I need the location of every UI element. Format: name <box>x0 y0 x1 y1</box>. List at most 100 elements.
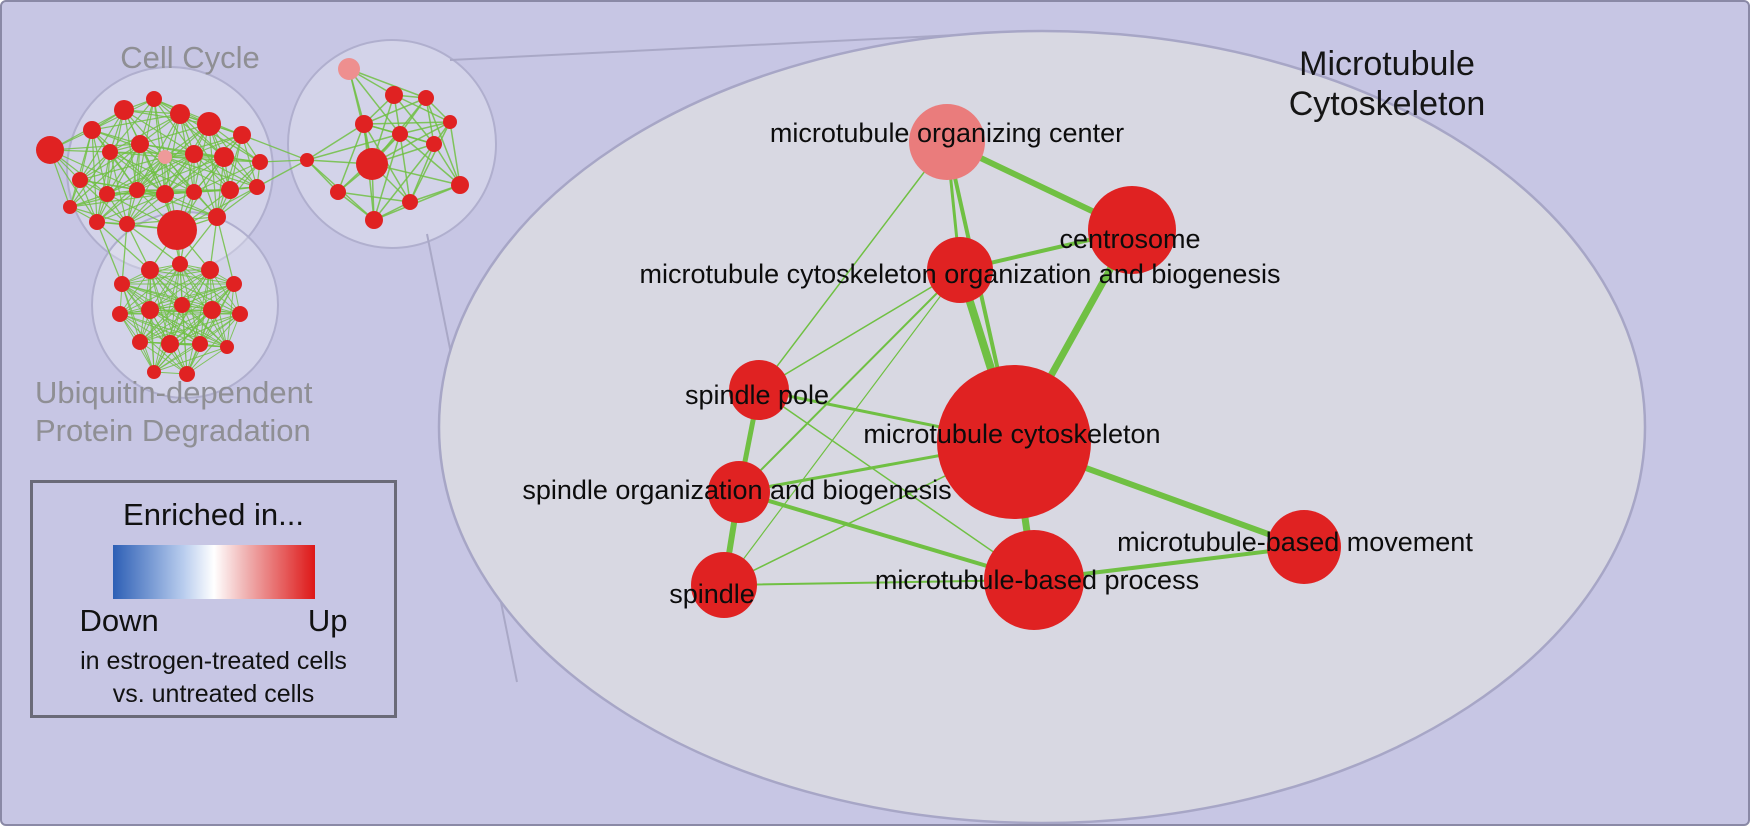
mini-edge <box>123 109 195 155</box>
mini-edge <box>136 153 195 191</box>
mini-edge <box>119 313 171 345</box>
mini-edge <box>186 313 241 375</box>
node-label-spindle-pole: spindle pole <box>685 380 829 410</box>
mini-edge <box>306 123 365 161</box>
mini-edge <box>119 313 201 345</box>
mini-edge <box>179 263 228 348</box>
mini-node <box>214 147 234 167</box>
mini-edge <box>139 304 183 343</box>
node-label-mc: microtubule cytoskeleton <box>863 419 1160 449</box>
mini-node <box>174 297 190 313</box>
mini-edge <box>393 94 451 123</box>
mini-node <box>132 334 148 350</box>
mini-node <box>355 115 373 133</box>
mini-edge <box>119 313 228 348</box>
zoom-cluster-title-line1: Microtubule <box>1299 45 1475 83</box>
mini-node <box>418 90 434 106</box>
mini-edge <box>399 121 451 135</box>
mini-node <box>112 306 128 322</box>
mini-edge <box>79 109 125 181</box>
mini-edge <box>306 133 401 161</box>
legend-title: Enriched in... <box>123 497 304 532</box>
mini-edge <box>153 98 243 136</box>
mini-edge <box>69 193 166 208</box>
mini-edge <box>49 149 98 223</box>
legend-box: Enriched in... Down Up in estrogen-treat… <box>30 480 397 718</box>
mini-edge <box>169 313 241 345</box>
mini-node <box>146 91 162 107</box>
mini-edge <box>153 346 228 373</box>
mini-node <box>203 301 221 319</box>
node-spindle <box>691 552 757 618</box>
mini-node <box>233 126 251 144</box>
mini-node <box>114 276 130 292</box>
mini-edge <box>121 269 211 285</box>
mini-node <box>208 208 226 226</box>
mini-edge <box>136 189 218 218</box>
mini-edge <box>241 134 308 161</box>
mini-node <box>186 184 202 200</box>
node-label-spindle: spindle <box>669 579 755 609</box>
mini-edge <box>119 269 211 315</box>
mini-node <box>300 153 314 167</box>
node-sob <box>708 461 770 523</box>
node-label-mbm: microtubule-based movement <box>1117 527 1473 557</box>
edge-spindle-mbp <box>723 579 1035 586</box>
legend-down-label: Down <box>79 603 159 638</box>
mini-edge <box>193 153 258 188</box>
node-label-sob: spindle organization and biogenesis <box>522 475 951 505</box>
mini-node <box>385 86 403 104</box>
mini-node <box>114 100 134 120</box>
mini-edge <box>69 143 141 208</box>
mini-edge <box>399 133 461 186</box>
mini-edge <box>337 191 411 203</box>
mini-edge <box>109 151 166 158</box>
node-mc <box>937 365 1091 519</box>
mini-edge <box>121 223 128 285</box>
mini-edge <box>256 159 308 188</box>
mini-node <box>158 150 172 164</box>
mini-node <box>170 104 190 124</box>
legend-caption-line2: vs. untreated cells <box>112 679 315 708</box>
edge-spindle-pole-mbp <box>758 389 1035 581</box>
mini-edge <box>149 263 181 311</box>
node-label-centrosome: centrosome <box>1059 224 1200 254</box>
mini-node <box>232 306 248 322</box>
mini-edge <box>226 283 235 348</box>
node-label-moc: microtubule organizing center <box>770 118 1124 148</box>
mini-node <box>201 261 219 279</box>
mini-node <box>392 126 408 142</box>
mini-node <box>197 112 221 136</box>
mini-node <box>83 121 101 139</box>
mini-edge <box>169 309 213 345</box>
mini-node <box>185 145 203 163</box>
mini-edge <box>164 156 261 163</box>
mini-edge <box>363 97 427 125</box>
mini-edge <box>153 343 201 373</box>
mini-node <box>402 194 418 210</box>
legend-caption: in estrogen-treated cells vs. untreated … <box>33 645 394 710</box>
mini-node <box>220 340 234 354</box>
mini-edge <box>179 263 241 315</box>
mini-edge <box>96 143 141 223</box>
mini-node <box>249 179 265 195</box>
cluster-label-ubiquitin-line2: Protein Degradation <box>35 412 311 448</box>
mini-edge <box>179 216 218 265</box>
edge-moc-spindle-pole <box>758 141 948 391</box>
mini-edge <box>181 283 235 306</box>
mini-node <box>179 366 195 382</box>
node-spindle-pole <box>729 360 789 420</box>
mini-edge <box>109 113 181 153</box>
mini-node <box>36 136 64 164</box>
cluster-label-cell-cycle: Cell Cycle <box>120 40 260 75</box>
mini-edge <box>121 283 155 373</box>
mini-edge <box>126 223 181 265</box>
mini-node <box>63 200 77 214</box>
mini-node <box>365 211 383 229</box>
mini-edge <box>229 134 243 191</box>
mini-edge <box>337 123 365 193</box>
layer-main-nodes <box>691 104 1341 630</box>
edge-mco-spindle <box>723 269 961 586</box>
mini-node <box>426 136 442 152</box>
